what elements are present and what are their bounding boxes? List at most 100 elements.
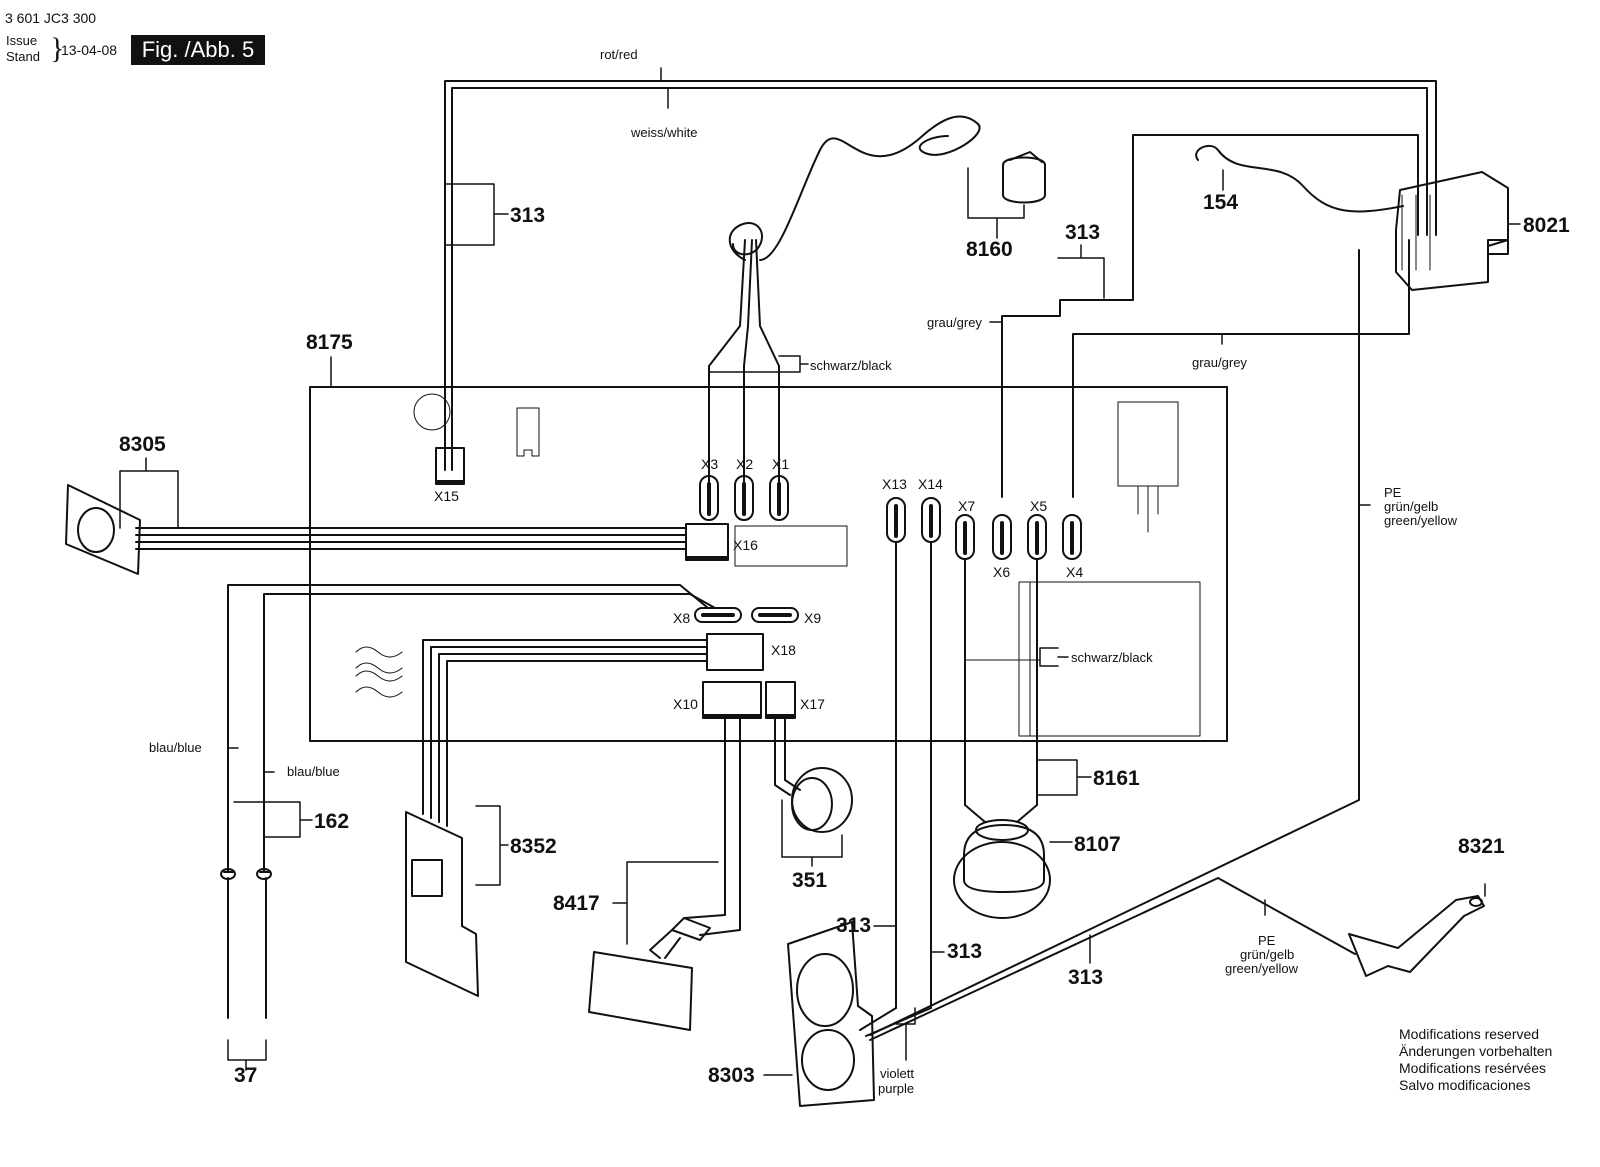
board-jumper — [355, 646, 403, 698]
x9-label: X9 — [804, 610, 821, 626]
part-313-top: 313 — [510, 204, 545, 227]
part-313-mid: 313 — [1065, 221, 1100, 244]
x1-socket — [769, 475, 789, 521]
violet-label-2: purple — [878, 1081, 914, 1096]
board-hole — [413, 393, 451, 431]
x16-label: X16 — [733, 537, 758, 553]
x3-socket — [699, 475, 719, 521]
ground-bracket-8321 — [1348, 895, 1485, 977]
power-cord-154 — [1195, 144, 1404, 213]
pe-right-label-2: grün/gelb — [1384, 499, 1438, 514]
socket-8303-frame — [787, 921, 875, 1107]
modifications-line-es: Salvo modificaciones — [1399, 1077, 1531, 1093]
wire-pe-right — [869, 249, 1360, 1036]
wire-blue-right-label: blau/blue — [287, 764, 340, 779]
wire-black-motor — [964, 558, 1038, 823]
modifications-line-en: Modifications reserved — [1399, 1026, 1540, 1042]
sensor-8417-wire — [649, 929, 681, 959]
screw-37-left-head — [220, 868, 236, 880]
x4-label: X4 — [1066, 564, 1083, 580]
motor-8107-base — [953, 841, 1051, 919]
document-code: 3 601 JC3 300 — [5, 10, 97, 26]
sensor-8305-knob — [77, 507, 115, 553]
modifications-notice: Modifications reserved Änderungen vorbeh… — [1399, 1026, 1552, 1094]
issue-stand-labels: Issue Stand — [6, 33, 40, 65]
cable-clamp — [728, 222, 763, 261]
wire-blue-right — [263, 593, 716, 873]
motor-8107-top — [975, 819, 1029, 841]
wire-red — [444, 80, 1437, 471]
x2-socket — [734, 475, 754, 521]
socket-8303-lid — [796, 953, 854, 1027]
x1-label: X1 — [772, 456, 789, 472]
x2-label: X2 — [736, 456, 753, 472]
x10-label: X10 — [673, 696, 698, 712]
leader-violet — [895, 1007, 916, 1061]
x4-socket — [1062, 514, 1082, 560]
wire-grey-left — [1001, 134, 1419, 498]
board-region — [1018, 581, 1201, 737]
x8-socket — [694, 607, 742, 623]
part-8161: 8161 — [1093, 767, 1140, 790]
leader-8352 — [475, 805, 509, 886]
sensor-8305-plate — [65, 484, 141, 575]
wire-bundle-8305 — [135, 527, 687, 550]
part-37: 37 — [234, 1064, 257, 1087]
part-351: 351 — [792, 869, 827, 892]
part-8417: 8417 — [553, 892, 600, 915]
x16-housing — [734, 525, 848, 567]
x17-connector — [765, 681, 796, 719]
socket-8303-outlet — [801, 1029, 855, 1091]
x1-x3-pins — [707, 482, 781, 516]
buzzer-351 — [791, 767, 853, 833]
wire-black-x1 — [755, 239, 780, 501]
x4-x14-pins — [894, 504, 1074, 555]
sensor-8417-clip — [671, 917, 711, 941]
control-board-outline — [309, 386, 1228, 742]
x6-label: X6 — [993, 564, 1010, 580]
x17-pins — [766, 714, 795, 719]
part-8305: 8305 — [119, 433, 166, 456]
modifications-line-fr: Modifications resérvées — [1399, 1060, 1547, 1076]
board-transformer — [1117, 401, 1179, 487]
x15-pins — [436, 480, 464, 485]
modifications-line-de: Änderungen vorbehalten — [1399, 1043, 1553, 1059]
x14-label: X14 — [918, 476, 943, 492]
pe-bottom-label-3: green/yellow — [1225, 961, 1299, 976]
wire-black-x3 — [708, 239, 746, 501]
buzzer-351-face — [791, 777, 833, 831]
board-8352-component — [411, 859, 443, 897]
part-313-b1: 313 — [836, 914, 871, 937]
part-8107: 8107 — [1074, 833, 1121, 856]
x16-connector — [685, 523, 729, 561]
wire-bundle-8352 — [422, 639, 708, 827]
x10-pins — [703, 714, 761, 719]
wire-8417 — [684, 718, 741, 936]
board-component — [516, 407, 540, 457]
part-162: 162 — [314, 810, 349, 833]
screw-37-right-head — [256, 868, 272, 880]
part-8321: 8321 — [1458, 835, 1505, 858]
leader-8417 — [612, 861, 719, 945]
pe-right-label-3: green/yellow — [1384, 513, 1458, 528]
x15-label: X15 — [434, 488, 459, 504]
thermostat-tab — [1009, 151, 1043, 163]
pe-right-label-1: PE — [1384, 485, 1402, 500]
wire-red-label: rot/red — [600, 47, 638, 62]
stand-label: Stand — [6, 49, 40, 64]
part-8021: 8021 — [1523, 214, 1570, 237]
x17-label: X17 — [800, 696, 825, 712]
x10-connector — [702, 681, 762, 719]
x8-label: X8 — [673, 610, 690, 626]
x6-socket — [992, 514, 1012, 560]
issue-label: Issue — [6, 33, 38, 48]
wire-black-x2 — [743, 239, 753, 501]
board-8352 — [405, 811, 479, 997]
part-8352: 8352 — [510, 835, 557, 858]
part-313-b2: 313 — [947, 940, 982, 963]
wire-grey-right-label: grau/grey — [1192, 355, 1247, 370]
x5-label: X5 — [1030, 498, 1047, 514]
wire-thermostat — [759, 115, 981, 261]
part-154: 154 — [1203, 191, 1238, 214]
